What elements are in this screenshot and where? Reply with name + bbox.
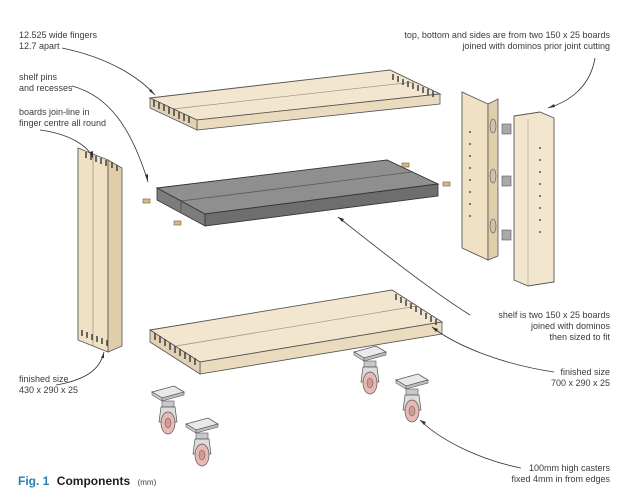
label-fingers: 12.525 wide fingers 12.7 apart: [19, 30, 97, 52]
label-boards-note-line-1: top, bottom and sides are from two 150 x…: [404, 30, 610, 40]
label-join-line-line-2: finger centre all round: [19, 118, 107, 128]
label-shelf-note-line-1: shelf is two 150 x 25 boards: [498, 310, 610, 320]
figure-caption: Fig. 1 Components (mm): [18, 472, 156, 490]
shelf-board: [155, 159, 440, 227]
right-side-boards: [461, 91, 555, 287]
label-side-finished-line-2: 430 x 290 x 25: [19, 385, 79, 395]
label-fingers-line-2: 12.7 apart: [19, 41, 60, 51]
label-side-finished-line-1: finished size: [19, 374, 69, 384]
label-top-finished-size: finished size 700 x 290 x 25: [551, 367, 610, 389]
label-join-line-line-1: boards join-line in: [19, 107, 90, 117]
label-join-line: boards join-line in finger centre all ro…: [19, 107, 106, 129]
figure-number: Fig. 1: [18, 474, 50, 488]
label-shelf-note-line-2: joined with dominos: [530, 321, 610, 331]
label-shelf-note-line-3: then sized to fit: [549, 332, 610, 342]
left-side-board: [77, 147, 123, 353]
bottom-board: [148, 289, 444, 375]
label-top-finished-line-1: finished size: [560, 367, 610, 377]
label-casters-line-2: fixed 4mm in from edges: [511, 474, 610, 484]
label-side-finished-size: finished size 430 x 290 x 25: [19, 374, 78, 396]
label-boards-note-line-2: joined with dominos prior joint cutting: [462, 41, 610, 51]
label-shelf-pins-line-1: shelf pins: [19, 72, 58, 82]
leader-arrowheads: [90, 89, 555, 425]
label-shelf-pins-line-2: and recesses: [19, 83, 73, 93]
figure-title: Components: [56, 474, 131, 488]
shelf-pins: [142, 162, 451, 226]
figure-unit: (mm): [137, 478, 157, 487]
top-board: [148, 69, 442, 131]
label-boards-note: top, bottom and sides are from two 150 x…: [404, 30, 610, 52]
label-fingers-line-1: 12.525 wide fingers: [19, 30, 98, 40]
label-casters-line-1: 100mm high casters: [528, 463, 610, 473]
label-shelf-pins: shelf pins and recesses: [19, 72, 73, 94]
label-casters: 100mm high casters fixed 4mm in from edg…: [511, 463, 610, 485]
label-shelf-note: shelf is two 150 x 25 boards joined with…: [498, 310, 610, 343]
label-top-finished-line-2: 700 x 290 x 25: [550, 378, 610, 388]
